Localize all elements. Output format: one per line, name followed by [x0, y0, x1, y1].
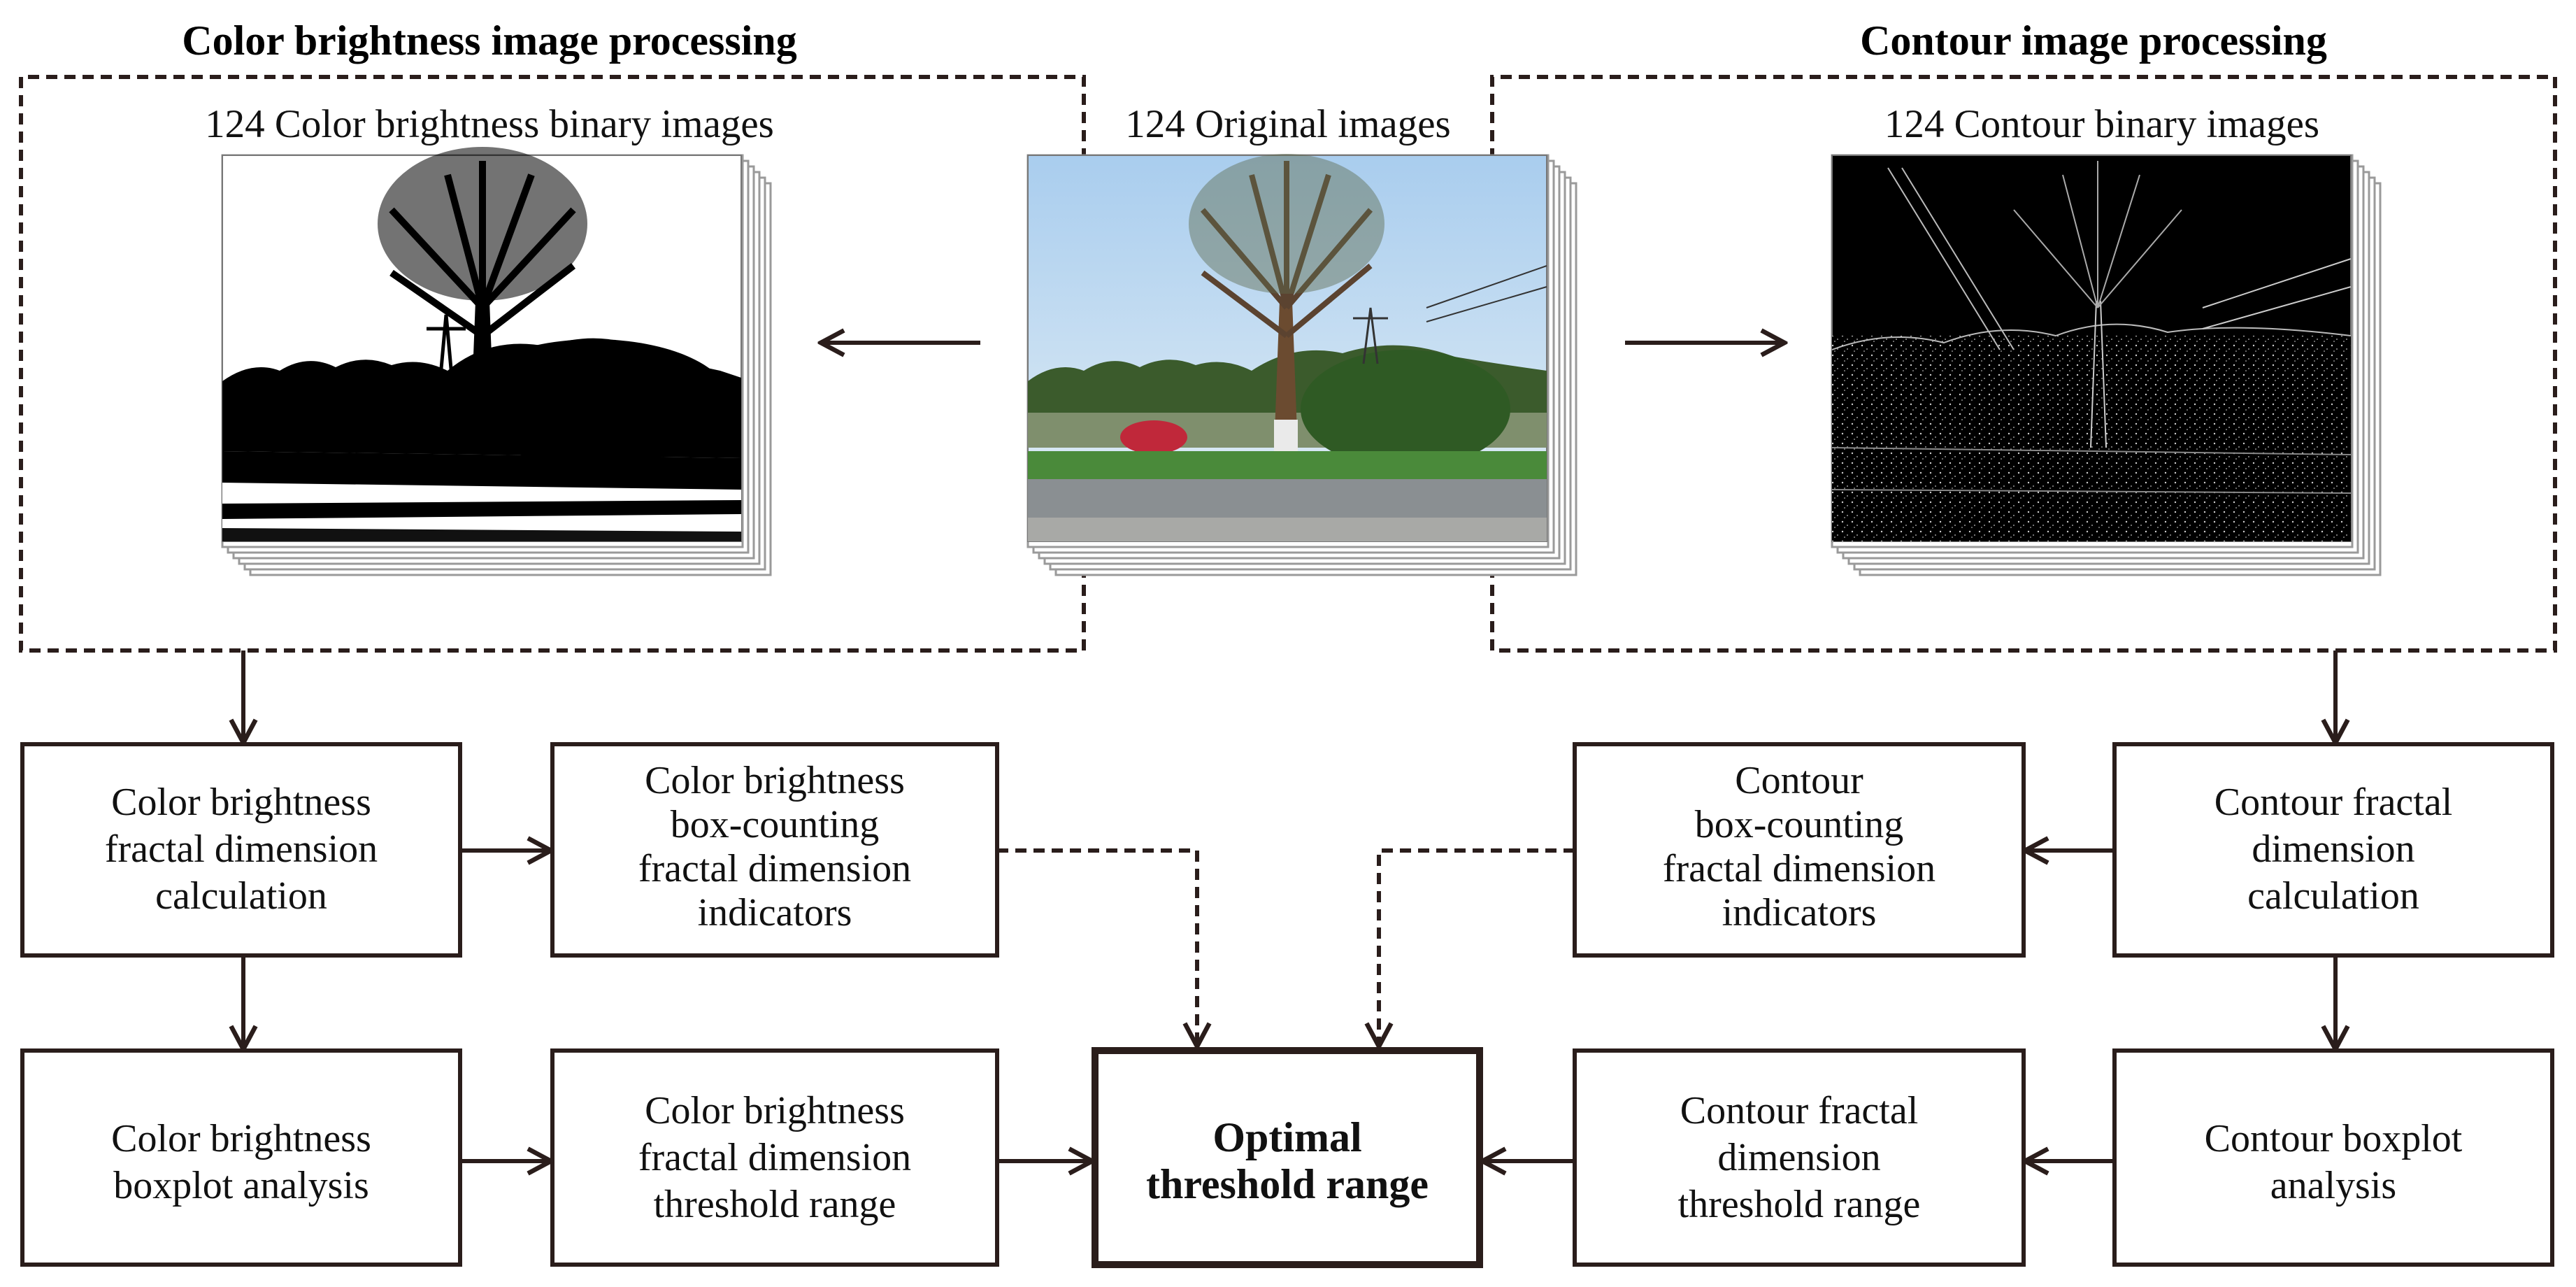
- cb-indicators-line-4: indicators: [698, 891, 852, 934]
- cb-threshold-box: Color brightness fractal dimension thres…: [550, 1048, 999, 1267]
- original-images-label: 124 Original images: [1125, 102, 1450, 146]
- cb-calc-box: Color brightness fractal dimension calcu…: [20, 742, 462, 958]
- ct-threshold-line-1: Contour fractal: [1680, 1089, 1919, 1132]
- ct-boxplot-line-2: analysis: [2270, 1164, 2396, 1207]
- contour-binary-image-stack: [1831, 154, 2382, 576]
- ct-boxplot-line-1: Contour boxplot: [2205, 1117, 2463, 1160]
- ct-threshold-line-2: dimension: [1717, 1136, 1880, 1179]
- ct-indicators-line-1: Contour: [1735, 759, 1863, 802]
- ct-indicators-line-3: fractal dimension: [1663, 847, 1935, 890]
- cb-indicators-line-1: Color brightness: [645, 759, 905, 802]
- ct-calc-line-2: dimension: [2252, 827, 2414, 871]
- right-group-title: Contour image processing: [1860, 17, 2327, 64]
- cb-threshold-line-3: threshold range: [654, 1183, 896, 1226]
- contour-binary-images-label: 124 Contour binary images: [1884, 102, 2319, 146]
- ct-calc-box: Contour fractal dimension calculation: [2112, 742, 2554, 958]
- color-binary-images-label: 124 Color brightness binary images: [205, 102, 774, 146]
- ct-boxplot-box: Contour boxplot analysis: [2112, 1048, 2554, 1267]
- cb-calc-line-1: Color brightness: [111, 781, 371, 824]
- cb-threshold-line-1: Color brightness: [645, 1089, 905, 1132]
- optimal-threshold-box: Optimal threshold range: [1092, 1047, 1483, 1268]
- cb-boxplot-line-1: Color brightness: [111, 1117, 371, 1160]
- cb-calc-line-3: calculation: [155, 874, 327, 918]
- cb-indicators-line-2: box-counting: [671, 803, 880, 846]
- original-image-stack: [1026, 154, 1577, 576]
- cb-boxplot-box: Color brightness boxplot analysis: [20, 1048, 462, 1267]
- ct-calc-line-3: calculation: [2247, 874, 2419, 918]
- cb-calc-line-2: fractal dimension: [105, 827, 378, 871]
- original-image: [1027, 154, 1547, 542]
- left-group-frame: [19, 75, 1086, 653]
- ct-indicators-box: Contour box-counting fractal dimension i…: [1573, 742, 2026, 958]
- optimal-line-1: Optimal: [1212, 1114, 1361, 1160]
- ct-threshold-line-3: threshold range: [1678, 1183, 1921, 1226]
- contour-binary-image: [1831, 155, 2352, 542]
- cb-indicators-box: Color brightness box-counting fractal di…: [550, 742, 999, 958]
- cb-threshold-line-2: fractal dimension: [638, 1136, 911, 1179]
- optimal-line-2: threshold range: [1146, 1161, 1429, 1207]
- right-group-frame: [1490, 75, 2557, 653]
- ct-indicators-line-2: box-counting: [1695, 803, 1904, 846]
- left-group-title: Color brightness image processing: [182, 17, 796, 64]
- ct-threshold-box: Contour fractal dimension threshold rang…: [1573, 1048, 2026, 1267]
- ct-indicators-line-4: indicators: [1722, 891, 1877, 934]
- arrow-ct-indicators-to-optimal: [1379, 848, 1575, 1046]
- color-binary-image: [222, 147, 742, 542]
- arrow-cb-indicators-to-optimal: [997, 848, 1197, 1046]
- cb-indicators-line-3: fractal dimension: [638, 847, 911, 890]
- ct-calc-line-1: Contour fractal: [2214, 781, 2453, 824]
- color-binary-image-stack: [221, 147, 772, 576]
- cb-boxplot-line-2: boxplot analysis: [113, 1164, 369, 1207]
